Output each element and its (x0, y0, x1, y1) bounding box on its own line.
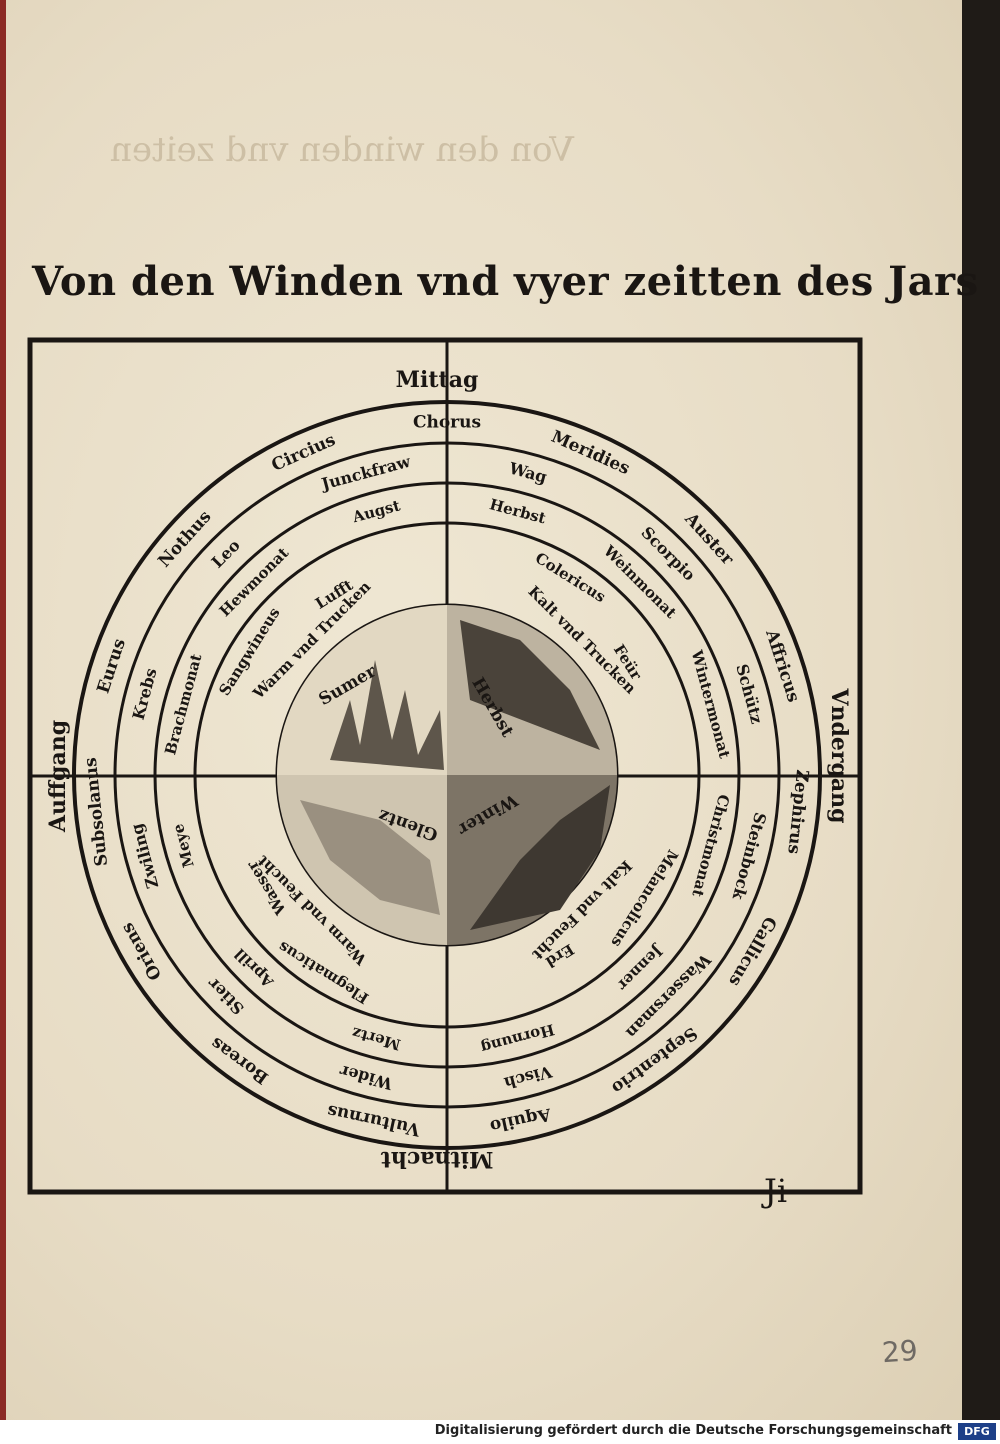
label-south: Mittag (396, 367, 479, 393)
wind-label: Gallicus (724, 913, 780, 990)
wind-label: Circius (269, 430, 339, 476)
ring-winds-inner (113, 441, 781, 1109)
seasons-center (277, 605, 617, 945)
label-north: Mitnacht (380, 1146, 494, 1172)
month-label: Wintermonat (687, 647, 733, 760)
handwritten-page-number: 29 (880, 1333, 919, 1370)
spring-clouds (300, 800, 440, 915)
zodiac-label: Wider (337, 1061, 395, 1094)
signature-mark: Ji (764, 1172, 788, 1210)
dfg-logo: DFG (958, 1423, 996, 1440)
month-label: Brachmonat (161, 652, 205, 757)
summer-flames (330, 660, 444, 770)
book-edge-left (0, 0, 8, 1444)
wind-label: Oriens (117, 919, 166, 984)
autumn-landscape (460, 620, 600, 750)
page-title: Von den Winden vnd vyer zeitten des Jars (32, 258, 979, 305)
book-edge-right (962, 0, 1000, 1420)
ring-signs-inner (153, 481, 741, 1069)
month-label: Herbst (488, 495, 548, 527)
wind-label: Nothus (155, 507, 216, 572)
wind-label: Aquilo (488, 1103, 553, 1136)
wind-label: Zephirus (783, 769, 812, 855)
wind-label: Subsolanus (81, 757, 112, 868)
wind-label: Chorus (413, 413, 481, 433)
wind-label: Meridies (548, 427, 633, 479)
ring-outer (72, 400, 822, 1150)
month-label: Aprill (231, 945, 278, 992)
winter-landscape (470, 785, 610, 930)
footer-credit: Digitalisierung gefördert durch die Deut… (434, 1423, 952, 1438)
wind-label: Boreas (207, 1033, 272, 1088)
label-east: Auffgang (45, 720, 71, 833)
ring-months-inner (193, 521, 701, 1029)
month-label: Meye (169, 822, 198, 870)
label-west: Vndergang (826, 687, 852, 823)
diagram-frame (27, 337, 863, 1195)
zodiac-label: Visch (502, 1062, 555, 1093)
month-label: Augst (350, 496, 402, 526)
zodiac-label: Wag (506, 458, 549, 486)
digitization-footer: Digitalisierung gefördert durch die Deut… (0, 1420, 1000, 1444)
month-label: Christmonat (688, 792, 733, 898)
month-label: Mertz (350, 1023, 403, 1053)
zodiac-label: Krebs (129, 666, 161, 722)
